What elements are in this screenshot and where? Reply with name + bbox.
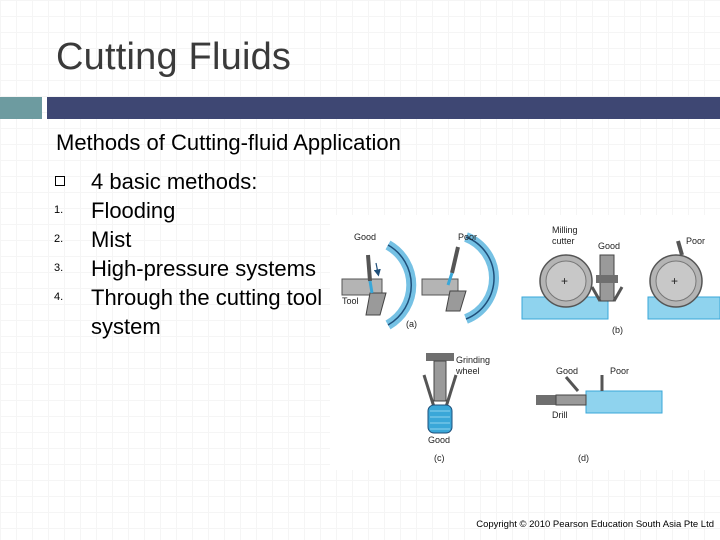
list-item: 4. Through the cutting tool system <box>54 283 354 341</box>
square-bullet-icon <box>55 176 65 186</box>
label-b-milling: Milling <box>552 225 578 235</box>
accent-bar-left <box>0 97 42 119</box>
list-number: 1. <box>54 204 64 216</box>
panel-a-good <box>341 240 417 330</box>
methods-list: 4 basic methods: 1. Flooding 2. Mist 3. … <box>54 167 354 341</box>
panel-a-poor <box>421 232 500 324</box>
label-a-good: Good <box>354 232 376 242</box>
label-c-wheel: wheel <box>455 366 480 376</box>
panel-c <box>422 353 458 434</box>
figure-background <box>330 215 720 470</box>
cutting-fluid-application-figure: Good Tool Poor (a) + + Milling cutter Go… <box>330 215 720 470</box>
list-number: 2. <box>54 233 64 245</box>
svg-text:+: + <box>561 274 568 288</box>
label-d-drill: Drill <box>552 410 568 420</box>
slide-title: Cutting Fluids <box>56 36 292 78</box>
list-item-text: Through the cutting tool system <box>91 285 323 339</box>
list-item: 1. Flooding <box>54 196 354 225</box>
list-item: 3. High-pressure systems <box>54 254 354 283</box>
caption-d: (d) <box>578 453 589 463</box>
caption-a: (a) <box>406 319 417 329</box>
copyright-notice: Copyright © 2010 Pearson Education South… <box>476 519 714 530</box>
label-a-poor: Poor <box>458 232 477 242</box>
label-d-poor: Poor <box>610 366 629 376</box>
list-item-text: Mist <box>91 227 132 252</box>
svg-text:+: + <box>671 274 678 288</box>
panel-d <box>536 375 663 414</box>
label-b-good: Good <box>598 241 620 251</box>
list-item-text: High-pressure systems <box>91 256 316 281</box>
label-b-cutter: cutter <box>552 236 575 246</box>
panel-b: + + <box>521 240 720 320</box>
caption-b: (b) <box>612 325 623 335</box>
label-d-good: Good <box>556 366 578 376</box>
caption-c: (c) <box>434 453 445 463</box>
label-c-grinding: Grinding <box>456 355 490 365</box>
list-number: 3. <box>54 262 64 274</box>
list-item-text: Flooding <box>91 198 176 223</box>
label-c-good: Good <box>428 435 450 445</box>
label-b-poor: Poor <box>686 236 705 246</box>
list-item-text: 4 basic methods: <box>91 169 258 194</box>
label-a-tool: Tool <box>342 296 359 306</box>
slide-subheading: Methods of Cutting-fluid Application <box>56 130 401 155</box>
list-number: 4. <box>54 291 64 303</box>
list-item: 4 basic methods: <box>54 167 354 196</box>
list-item: 2. Mist <box>54 225 354 254</box>
accent-bar-main <box>47 97 720 119</box>
